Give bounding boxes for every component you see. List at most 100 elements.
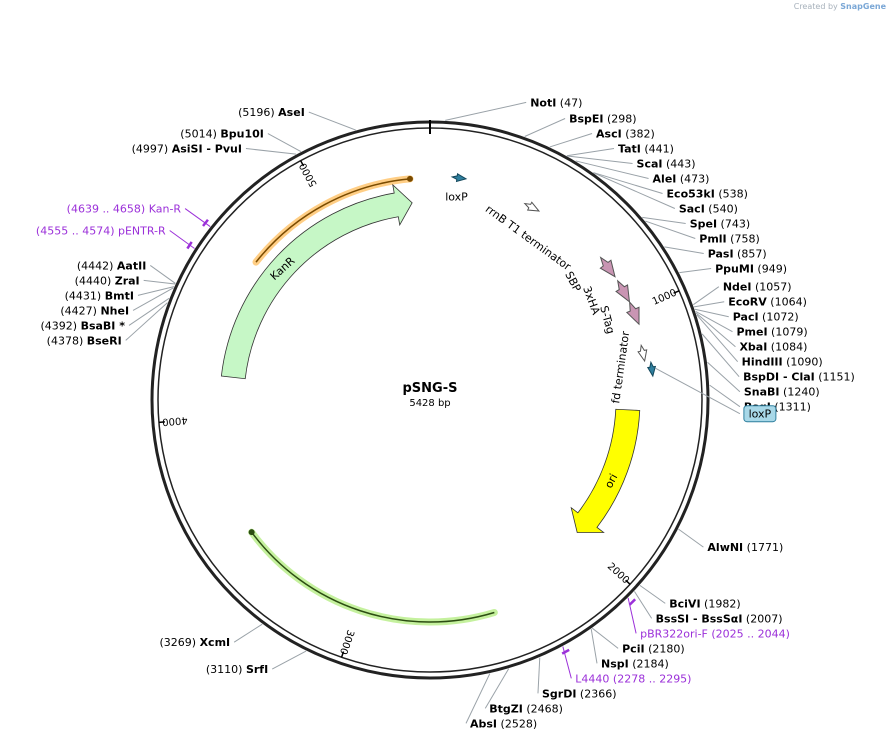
site-name: AbsI [470, 717, 497, 730]
site-label-asisi-pvui: (4997) AsiSI - PvuI [132, 143, 242, 156]
leader-bseri [125, 302, 168, 341]
primer-name: pBR322ori-F [640, 627, 708, 640]
scale-tick-label-3000: 3000 [337, 628, 356, 656]
site-name: Eco53kI [667, 187, 715, 200]
site-name: PmeI [736, 326, 767, 339]
scale-tick-2000 [625, 579, 631, 585]
primer-mark-kan-r [202, 218, 209, 227]
site-name: BmtI [105, 289, 134, 302]
feature-ori [570, 408, 641, 533]
leader-xbai [695, 312, 736, 348]
primer-mark-pentr-r [186, 241, 193, 250]
leader-zrai [143, 279, 176, 285]
site-position: (4440) [75, 274, 115, 287]
scale-tick-3000 [340, 651, 345, 658]
site-name: BseRI [87, 334, 122, 347]
leader-bmti [137, 286, 175, 296]
orange-arc-line [255, 178, 411, 263]
site-position: (949) [754, 262, 787, 275]
site-position: (1064) [767, 296, 807, 309]
site-label-asei: (5196) AseI [238, 106, 305, 119]
site-name: BsaBI * [81, 319, 126, 332]
site-name: AscI [596, 127, 622, 140]
site-position: (4427) [60, 304, 100, 317]
site-name: XbaI [739, 341, 767, 354]
scale-tick-1000 [673, 290, 680, 294]
site-name: PasI [708, 247, 734, 260]
site-label-ppumi: PpuMI (949) [715, 262, 787, 275]
leader-srfi [271, 650, 307, 670]
site-label-bpu10i: (5014) Bpu10I [180, 128, 264, 141]
leader-asci [549, 133, 593, 148]
leader-bspei [524, 118, 566, 137]
site-name: HindIII [742, 356, 783, 369]
site-position: (1084) [767, 341, 807, 354]
site-name: NspI [601, 657, 629, 670]
leader-asei [308, 111, 356, 131]
site-position: (1240) [780, 386, 820, 399]
site-name: BtgZI [489, 702, 523, 715]
scale-tick-5000 [300, 160, 305, 167]
site-label-noti: NotI (47) [530, 96, 582, 109]
site-position: (382) [622, 127, 655, 140]
site-name: BspDI - ClaI [743, 371, 815, 384]
site-label-snabi: SnaBI (1240) [744, 386, 820, 399]
site-name: SpeI [690, 217, 717, 230]
site-position: (5014) [180, 128, 220, 141]
scale-tick-label-4000: 4000 [162, 414, 188, 427]
site-name: AlwNI [707, 541, 743, 554]
leader-alwni [678, 528, 704, 548]
leader-bspdi-clai [701, 333, 740, 378]
primer-range: (2025 .. 2044) [708, 627, 790, 640]
site-name: NotI [530, 96, 556, 109]
feature-loxp [646, 360, 657, 378]
site-label-bsssi-bsss-i: BssSI - BssSαI (2007) [656, 612, 783, 625]
feature-fd-terminator-label: fd terminator [609, 330, 632, 404]
feature-loxp [450, 172, 468, 183]
leader-absi [465, 673, 491, 724]
site-label-bspdi-clai: BspDI - ClaI (1151) [743, 371, 855, 384]
site-name: AseI [278, 106, 305, 119]
green-arc-head [248, 529, 255, 536]
site-position: (5196) [238, 106, 278, 119]
site-position: (441) [641, 142, 674, 155]
site-name: ZraI [115, 274, 140, 287]
plasmid-name: pSNG-S [403, 381, 458, 396]
leader-bsssi-bsss-i [633, 591, 653, 619]
site-label-bmti: (4431) BmtI [65, 289, 134, 302]
leader-nspi [590, 628, 598, 664]
site-label-nspi: NspI (2184) [601, 657, 669, 670]
site-name: Bpu10I [220, 128, 264, 141]
leader-ndei [692, 286, 720, 306]
site-label-alei: AleI (473) [653, 172, 710, 185]
site-position: (2007) [742, 612, 782, 625]
feature-kanr [220, 183, 413, 380]
site-name: BspEI [569, 112, 603, 125]
site-label-pmei: PmeI (1079) [736, 326, 807, 339]
site-label-paci: PacI (1072) [733, 311, 799, 324]
site-name: SacI [679, 202, 705, 215]
leader-spei [642, 216, 686, 224]
site-position: (758) [727, 232, 760, 245]
site-label-nhei: (4427) NheI [60, 304, 129, 317]
leader-noti [445, 101, 527, 121]
site-label-sgrdi: SgrDI (2366) [542, 687, 617, 700]
leader-pmei [695, 311, 733, 333]
site-name: PciI [622, 642, 644, 655]
site-position: (4431) [65, 289, 105, 302]
leader-paci [694, 308, 729, 318]
leader-ppumi [679, 267, 712, 274]
site-name: NheI [100, 304, 129, 317]
scale-tick-label-5000: 5000 [298, 161, 320, 189]
primer-name: pENTR-R [118, 224, 166, 237]
site-position: (2180) [645, 642, 685, 655]
site-name: TatI [618, 142, 641, 155]
leader-bcivi [639, 584, 666, 604]
leaders-layer [125, 101, 741, 724]
leader-kan-r [184, 208, 211, 227]
leader-tati [566, 147, 615, 157]
site-position: (1311) [771, 401, 811, 414]
site-label-srfi: (3110) SrfI [206, 663, 268, 676]
site-position: (1057) [751, 281, 791, 294]
